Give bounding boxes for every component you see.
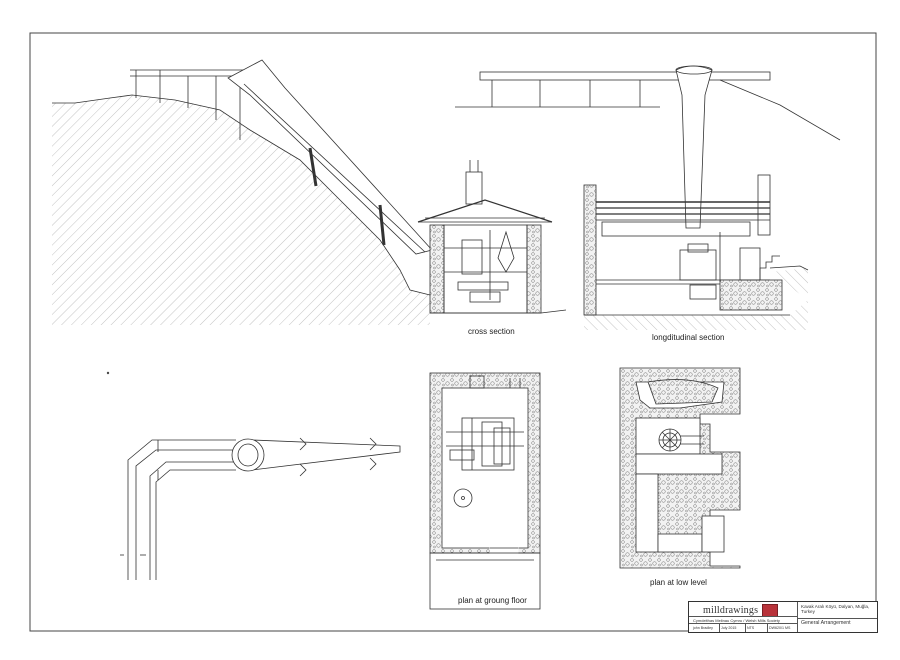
tb-divider-vertical [797,602,798,632]
channel-plan-drawing [106,371,401,580]
tb-cell-divider-1 [719,623,720,632]
tb-divider-right [797,618,877,619]
drawing-title: General Arrangement [801,620,851,626]
date-cell: July 2015 [721,626,737,630]
partnership-text: Cymdeithas Melinau Cymru / Welsh Mills S… [693,618,780,623]
milldrawings-logo: milldrawings [703,605,759,616]
location-text: Kavak Aralı Köyü, Dalyan, Muğla, Turkey [801,604,870,615]
ground-floor-plan-label: plan at groung floor [458,596,527,605]
tb-divider-left [689,623,797,624]
longitudinal-section-label: longditudinal section [652,333,725,342]
cross-section-label: cross section [468,327,515,336]
low-level-plan-label: plan at low level [650,578,707,587]
tb-divider-top [689,616,797,617]
tb-cell-divider-3 [767,623,768,632]
sheet-border [29,32,877,632]
drawing-number-cell: DW620/1 MS [769,626,791,630]
low-level-plan-drawing [619,367,741,569]
author-cell: john Bradley [693,626,713,630]
scale-cell: NTS [747,626,755,630]
title-block: milldrawings Cymdeithas Melinau Cymru / … [688,601,878,633]
ground-floor-plan-drawing [429,372,541,610]
longitudinal-section-drawing [455,65,841,330]
cross-section-drawing [52,59,567,325]
tb-cell-divider-2 [745,623,746,632]
